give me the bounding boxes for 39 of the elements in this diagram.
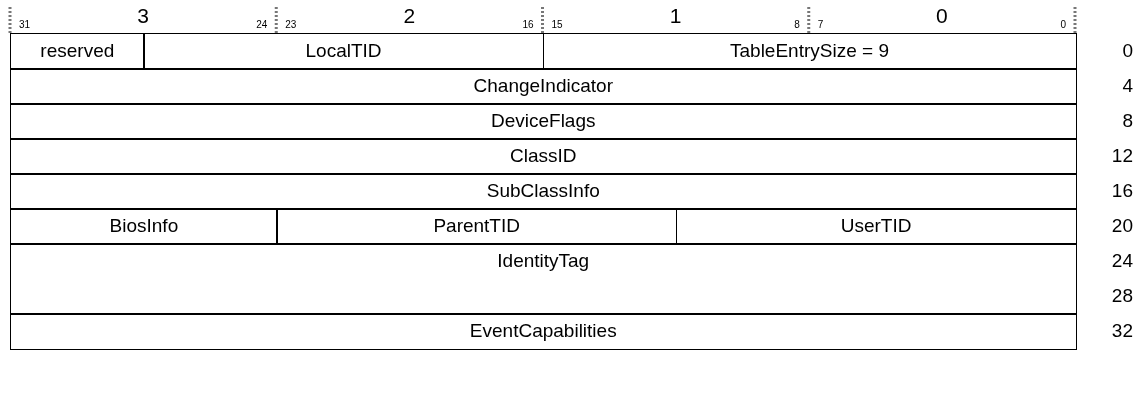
byte-offset: 0 (1122, 40, 1133, 62)
register-field (10, 68, 1077, 105)
byte-offset: 20 (1111, 215, 1133, 237)
byte-offset: 24 (1111, 250, 1133, 272)
field-name: LocalTID (305, 39, 382, 63)
bit-number: 15 (551, 19, 563, 30)
register-field (143, 33, 544, 70)
byte-offset: 32 (1111, 320, 1133, 342)
field-name: IdentityTag (497, 249, 590, 273)
bit-number: 16 (522, 19, 534, 30)
register-field (10, 173, 1077, 210)
byte-number: 3 (136, 4, 150, 28)
register-field (10, 103, 1077, 140)
field-name: ChangeIndicator (473, 74, 613, 98)
register-field (542, 33, 1077, 70)
field-name: ClassID (510, 144, 577, 168)
register-field (10, 243, 1077, 315)
register-field (10, 313, 1077, 350)
field-name: reserved (40, 39, 115, 63)
field-name: UserTID (840, 214, 912, 238)
register-field (10, 208, 278, 245)
byte-offset: 8 (1122, 110, 1133, 132)
register-field (10, 138, 1077, 175)
field-name: SubClassInfo (486, 179, 600, 203)
byte-offset: 4 (1122, 75, 1133, 97)
field-name: DeviceFlags (490, 109, 596, 133)
field-name: EventCapabilities (469, 319, 617, 343)
register-field (675, 208, 1077, 245)
byte-number: 0 (935, 4, 949, 28)
byte-offset: 16 (1111, 180, 1133, 202)
field-name: ParentTID (433, 214, 520, 238)
byte-offset: 12 (1111, 145, 1133, 167)
field-name: TableEntrySize = 9 (730, 39, 889, 63)
byte-number: 2 (402, 4, 417, 28)
byte-offset: 28 (1111, 285, 1133, 307)
register-field (276, 208, 678, 245)
field-name: BiosInfo (109, 214, 179, 238)
register-field (10, 33, 145, 70)
byte-number: 1 (668, 4, 683, 28)
